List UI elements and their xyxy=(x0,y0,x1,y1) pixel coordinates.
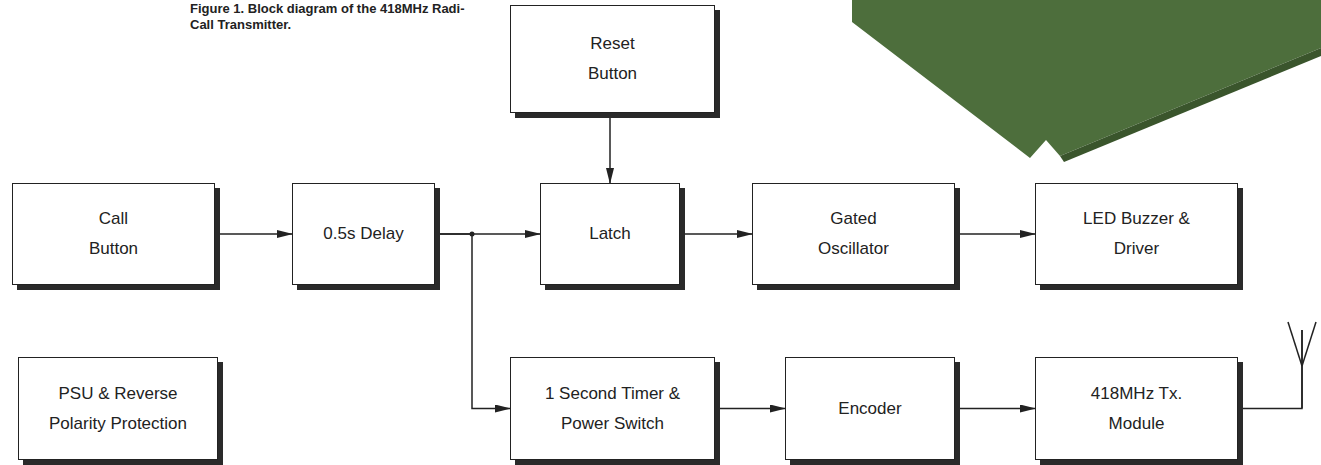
signal-arrow xyxy=(715,408,785,410)
process-box: Reset Button xyxy=(510,5,715,113)
box-label: Reset Button xyxy=(568,29,658,89)
box-text-group: 1 Second Timer & Power Switch xyxy=(540,379,685,439)
process-box: 1 Second Timer & Power Switch xyxy=(510,357,715,460)
junction-dot xyxy=(470,232,475,237)
process-box: Latch xyxy=(540,183,680,285)
box-label: 418MHz Tx. Module xyxy=(1077,379,1197,439)
process-box: Gated Oscillator xyxy=(752,183,955,285)
box-text-group: Gated Oscillator xyxy=(799,204,909,264)
box-text-group: 418MHz Tx. Module xyxy=(1077,379,1197,439)
process-box: Encoder xyxy=(785,357,955,460)
signal-arrow xyxy=(435,234,510,409)
process-box: LED Buzzer & Driver xyxy=(1035,183,1238,285)
box-label: Encoder xyxy=(838,394,901,424)
signal-arrow xyxy=(955,408,1035,410)
box-text-group: 0.5s Delay xyxy=(323,219,403,249)
process-box: PSU & Reverse Polarity Protection xyxy=(18,357,218,460)
box-label: LED Buzzer & Driver xyxy=(1077,204,1197,264)
signal-arrow xyxy=(955,233,1035,235)
process-box: 418MHz Tx. Module xyxy=(1035,357,1238,460)
box-text-group: Latch xyxy=(589,219,631,249)
box-label: Gated Oscillator xyxy=(799,204,909,264)
process-box: Call Button xyxy=(12,183,215,285)
figure-caption: Figure 1. Block diagram of the 418MHz Ra… xyxy=(190,1,470,34)
box-label: 0.5s Delay xyxy=(323,219,403,249)
box-label: Latch xyxy=(589,219,631,249)
signal-arrow xyxy=(680,233,752,235)
box-text-group: Call Button xyxy=(74,204,154,264)
box-label: 1 Second Timer & Power Switch xyxy=(540,379,685,439)
signal-arrow xyxy=(609,113,611,183)
pcb-photo-edge xyxy=(1060,48,1321,162)
signal-arrow xyxy=(215,233,292,235)
box-label: PSU & Reverse Polarity Protection xyxy=(48,379,188,439)
box-text-group: LED Buzzer & Driver xyxy=(1077,204,1197,264)
box-text-group: Reset Button xyxy=(568,29,658,89)
box-label: Call Button xyxy=(74,204,154,264)
box-text-group: PSU & Reverse Polarity Protection xyxy=(48,379,188,439)
process-box: 0.5s Delay xyxy=(292,183,435,285)
box-text-group: Encoder xyxy=(838,394,901,424)
antenna-wire xyxy=(1238,330,1302,409)
